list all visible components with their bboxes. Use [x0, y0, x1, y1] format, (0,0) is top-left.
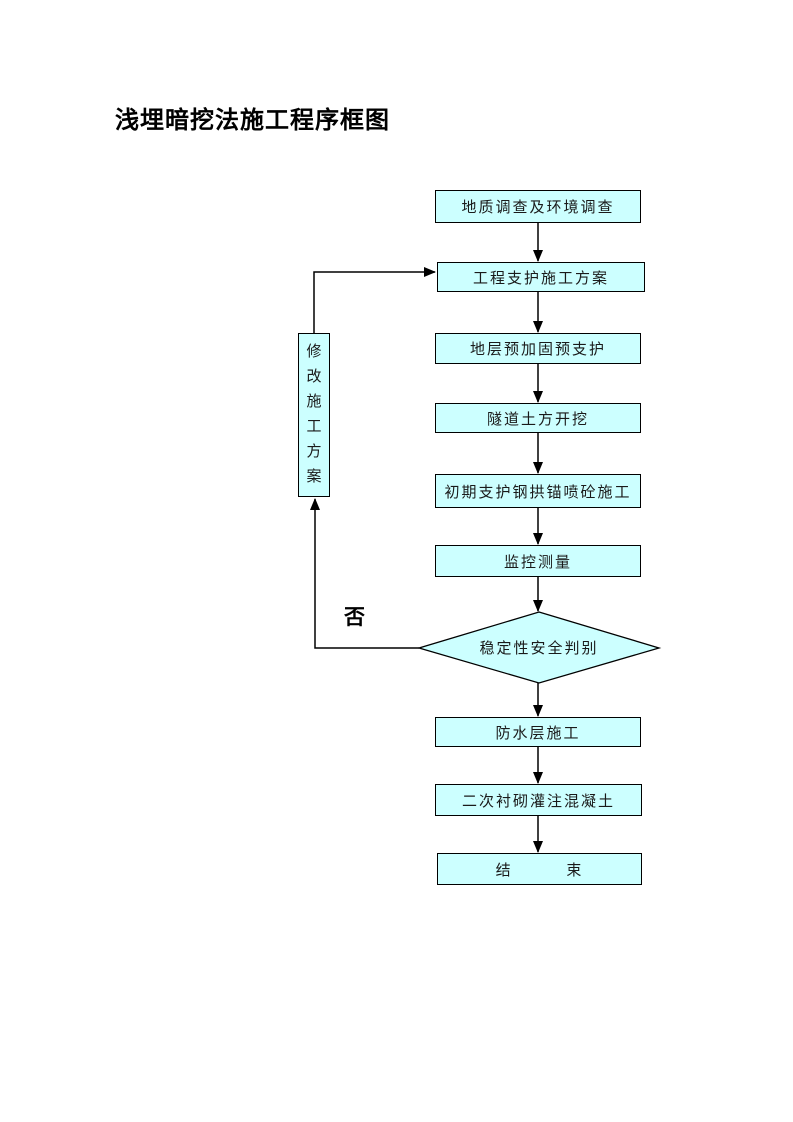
step-box-waterproof-layer: 防水层施工: [435, 717, 641, 747]
connector-revise-to-plan: [313, 267, 436, 333]
edge-label-no: 否: [344, 606, 365, 629]
feedback-box-label: 修 改 施 工 方 案: [306, 344, 322, 485]
connector-decision-no-to-revise: [310, 498, 419, 649]
step-box-secondary-lining: 二次衬砌灌注混凝土: [435, 784, 642, 816]
step-box-survey: 地质调查及环境调查: [435, 190, 641, 223]
feedback-box-revise-plan: 修 改 施 工 方 案: [298, 333, 330, 497]
decision-stability-check: 稳定性安全判别: [479, 641, 599, 657]
step-box-pre-reinforcement: 地层预加固预支护: [435, 333, 641, 364]
decision-diamond-shape: [416, 611, 662, 684]
step-box-monitoring: 监控测量: [435, 545, 641, 577]
step-box-initial-support: 初期支护钢拱锚喷砼施工: [435, 474, 641, 508]
step-box-end: 结 束: [437, 853, 642, 885]
page-title: 浅埋暗挖法施工程序框图: [115, 107, 390, 134]
step-box-support-plan: 工程支护施工方案: [437, 262, 645, 292]
step-box-excavation: 隧道土方开挖: [435, 403, 641, 433]
